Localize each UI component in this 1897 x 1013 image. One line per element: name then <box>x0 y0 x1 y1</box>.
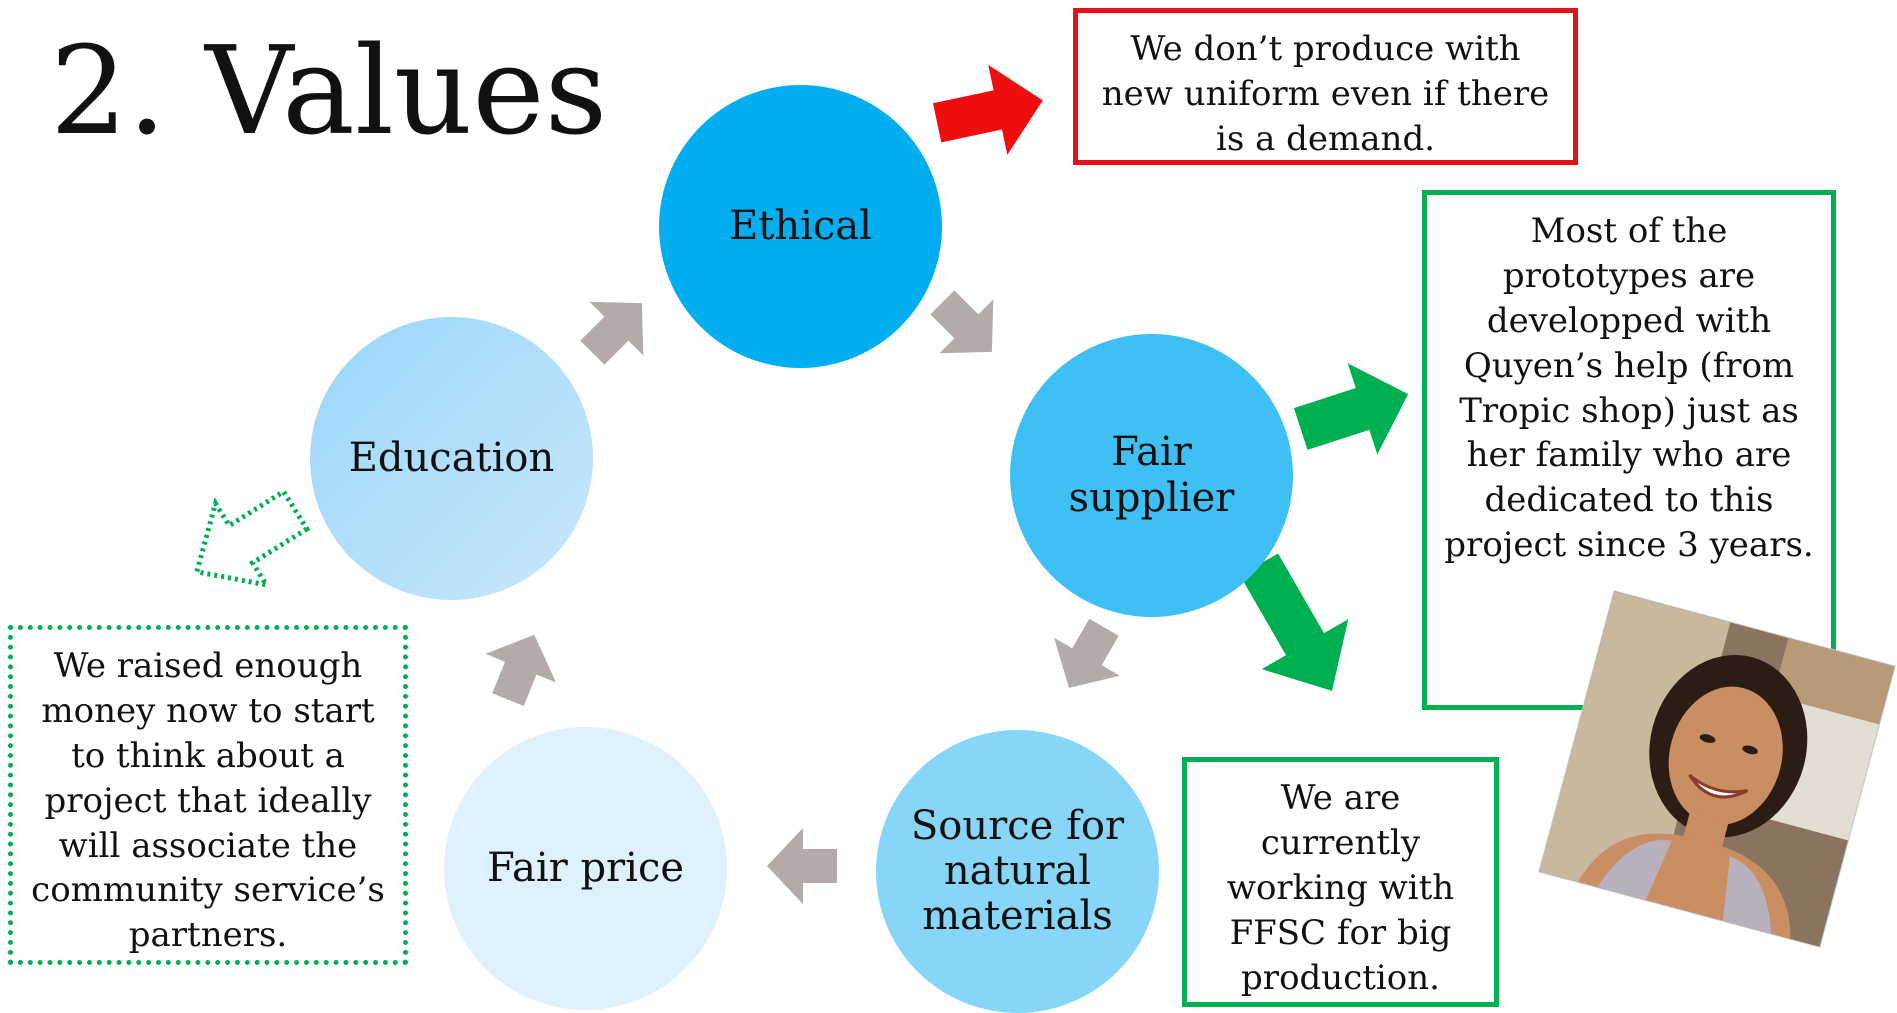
green-arrow-down <box>1239 553 1349 691</box>
portrait-photo <box>1539 591 1895 947</box>
cycle-arrow-ethical-to-supplier <box>930 290 994 354</box>
cycle-arrow-fairprice-to-education <box>485 634 556 707</box>
cycle-node-education: Education <box>310 317 593 600</box>
cycle-arrow-supplier-to-source <box>1054 618 1120 688</box>
education-label: Education <box>348 434 555 481</box>
slide-title: 2. Values <box>50 20 608 162</box>
supplier-note-text: Most of the prototypes are developped wi… <box>1444 211 1814 566</box>
fair-supplier-label: Fair supplier <box>1068 429 1235 521</box>
cycle-node-source: Source for natural materials <box>876 730 1159 1013</box>
cycle-node-ethical: Ethical <box>659 85 942 368</box>
education-note-text: We raised enough money now to start to t… <box>31 646 385 956</box>
green-arrow-right <box>1293 363 1409 455</box>
ffsc-note-text: We are currently working with FFSC for b… <box>1226 778 1455 998</box>
source-label: Source for natural materials <box>910 802 1125 940</box>
fair-price-label: Fair price <box>486 844 685 891</box>
education-note-box: We raised enough money now to start to t… <box>8 625 408 965</box>
cycle-arrow-education-to-ethical <box>580 301 644 365</box>
cycle-arrow-source-to-fairprice <box>767 828 837 904</box>
ethical-label: Ethical <box>729 202 872 249</box>
ffsc-note-box: We are currently working with FFSC for b… <box>1182 757 1499 1007</box>
red-arrow <box>932 64 1043 155</box>
ethical-note-box: We don’t produce with new uniform even i… <box>1073 8 1578 165</box>
dotted-arrow <box>193 488 311 589</box>
portrait-illustration <box>1539 591 1895 947</box>
supplier-note-box: Most of the prototypes are developped wi… <box>1422 190 1836 710</box>
cycle-node-fair-price: Fair price <box>444 727 727 1010</box>
ethical-note-text: We don’t produce with new uniform even i… <box>1101 29 1550 159</box>
cycle-node-fair-supplier: Fair supplier <box>1010 334 1293 617</box>
